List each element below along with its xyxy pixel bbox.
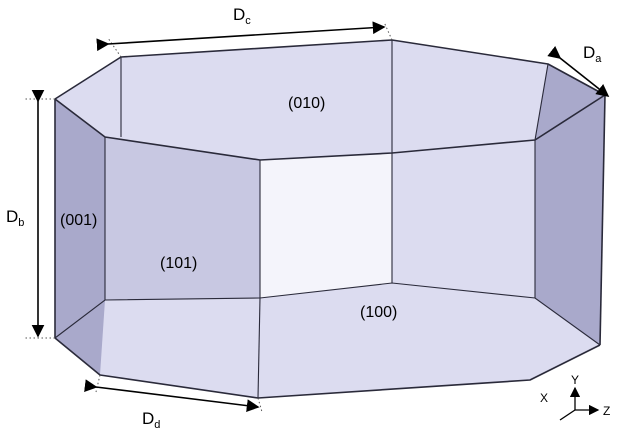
ext-dd-right — [257, 397, 263, 413]
axis-x-label: X — [540, 391, 548, 405]
top-inner-outline — [54, 94, 606, 161]
ext-dc-left — [107, 37, 122, 58]
ext-dc-right — [383, 21, 393, 41]
face-back-left — [105, 137, 260, 300]
dim-label-dd: Dd — [142, 409, 160, 431]
face-back-right — [392, 140, 535, 298]
dim-label-da: Da — [583, 43, 602, 65]
face-label-001: (001) — [60, 212, 97, 229]
axis-x-line — [559, 409, 576, 421]
dim-arrow-dd — [84, 379, 260, 412]
dim-label-dc: Dc — [233, 5, 251, 27]
face-back-inner — [260, 153, 392, 298]
bottom-inner-outline — [54, 282, 601, 346]
face-label-101: (101) — [160, 255, 197, 272]
axis-z-label: Z — [603, 404, 610, 418]
face-bottom-100 — [55, 283, 600, 398]
face-right-end — [535, 64, 605, 345]
face-left-001 — [55, 99, 105, 338]
edge-right-top — [534, 63, 549, 141]
axis-triad: Y Z X — [540, 373, 610, 421]
face-bottom-left-shade — [55, 300, 105, 375]
edge-right — [599, 94, 606, 346]
face-label-100: (100) — [360, 304, 397, 321]
axis-y-label: Y — [571, 373, 579, 387]
dim-label-db: Db — [6, 207, 24, 229]
ext-dd-left — [95, 374, 101, 393]
face-label-010: (010) — [288, 95, 325, 112]
dim-arrow-da — [547, 46, 610, 97]
face-top-010 — [55, 40, 548, 160]
dim-arrow-dc — [96, 21, 386, 52]
